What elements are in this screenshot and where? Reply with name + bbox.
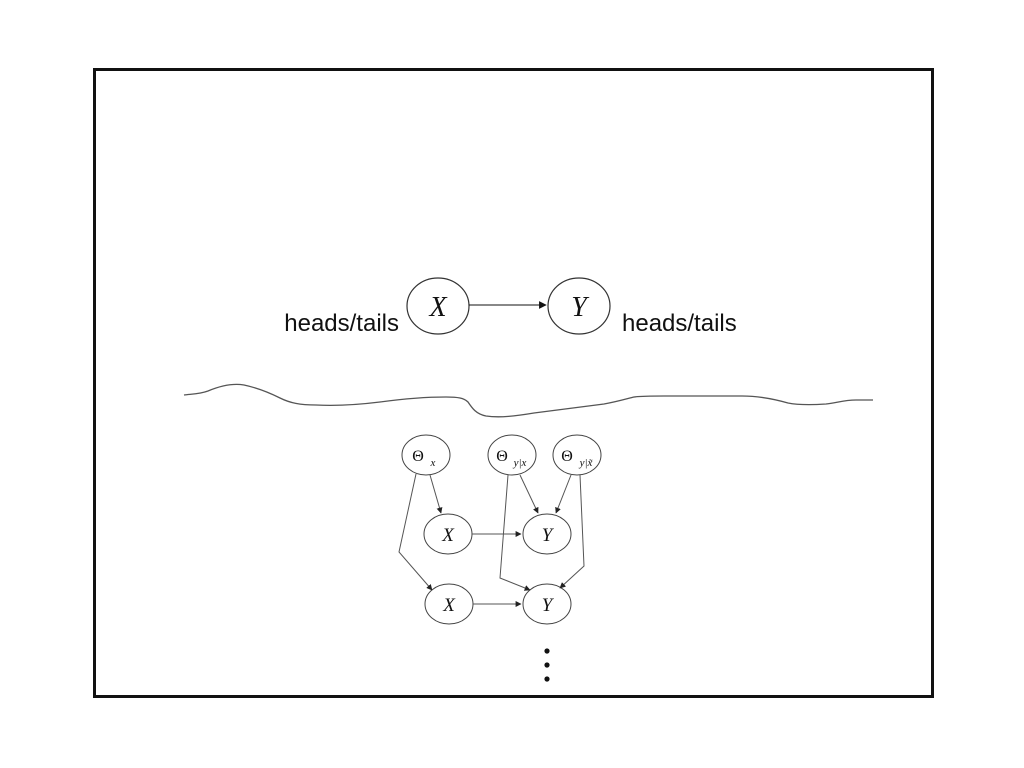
theta-x-label: Θ: [412, 448, 424, 465]
theta-y-given-notx-subscript: y|x̃: [579, 457, 594, 469]
continuation-dot: [544, 648, 550, 654]
case1-node-y-label: Y: [542, 525, 555, 546]
continuation-dot: [544, 676, 550, 682]
case2-node-x-label: X: [442, 595, 456, 616]
edge-thetax-case1x: [429, 474, 443, 514]
top-node-y: [547, 277, 611, 335]
top-node-x: [406, 277, 470, 335]
theta-y-given-notx-node: [552, 434, 602, 476]
bottom-model: Θ x Θ y|x Θ y|x̃ X Y X Y: [398, 434, 602, 682]
theta-x-subscript: x: [430, 457, 436, 469]
continuation-dot: [544, 662, 550, 668]
edge-thetaynx-case1y: [555, 474, 572, 514]
wavy-separator: [183, 383, 873, 418]
theta-y-given-x-subscript: y|x: [513, 457, 527, 469]
case2-node-y: [522, 583, 572, 625]
case1-node-x-label: X: [441, 525, 455, 546]
theta-y-given-x-node: [487, 434, 537, 476]
case2-node-y-label: Y: [542, 595, 555, 616]
top-model: X Y heads/tails heads/tails: [284, 277, 737, 337]
continuation-dots: [544, 648, 550, 682]
edge-thetax-case2x: [398, 473, 433, 591]
slide-frame: [93, 68, 934, 698]
edge-thetayx-case2y: [499, 474, 531, 591]
top-label-left: heads/tails: [284, 310, 399, 337]
theta-y-given-notx-label: Θ: [561, 448, 573, 465]
case1-node-y: [522, 513, 572, 555]
edge-thetayx-case1y: [519, 474, 539, 514]
top-label-right: heads/tails: [622, 310, 737, 337]
edge-thetaynx-case2y: [559, 474, 585, 589]
theta-y-given-x-label: Θ: [496, 448, 508, 465]
top-node-x-label: X: [428, 292, 447, 323]
top-node-y-label: Y: [571, 292, 590, 323]
theta-x-node: [401, 434, 451, 476]
